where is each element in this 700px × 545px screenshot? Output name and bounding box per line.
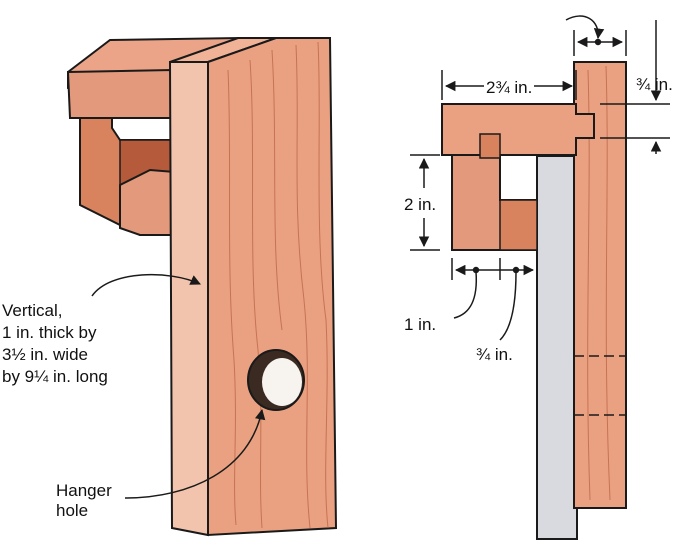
dim-top-thickness-label: ¾ in. xyxy=(636,75,673,94)
dim-block-height-label: 2 in. xyxy=(402,194,439,215)
dim-overhang-label: 2¾ in. xyxy=(484,77,535,98)
vertical-label-2: 1 in. thick by xyxy=(2,323,97,342)
dim-overhang xyxy=(441,70,577,100)
dim-block-height xyxy=(410,154,440,251)
dim-vertical-thickness xyxy=(565,15,627,56)
hanger-leader xyxy=(124,408,266,499)
hanger-label-1: Hanger xyxy=(56,481,112,500)
hanger-hole-inner xyxy=(262,358,302,406)
vertical-label-4: by 9¼ in. long xyxy=(2,367,108,386)
dim-bottom xyxy=(451,258,538,341)
wall-board xyxy=(536,155,578,540)
hanger-label-2: hole xyxy=(56,501,89,520)
vertical-board-face xyxy=(207,37,338,537)
vertical-leader xyxy=(91,273,201,297)
dim-gap-width-label: ¾ in. xyxy=(476,345,513,364)
cleat-3d-view xyxy=(66,36,338,537)
vertical-label-1: Vertical, xyxy=(2,301,63,320)
elevation-top-piece xyxy=(441,103,595,156)
vertical-board-grain xyxy=(227,41,329,529)
vertical-board-edge xyxy=(168,61,209,537)
side-elevation xyxy=(441,61,627,540)
dim-block-width-label: 1 in. xyxy=(404,315,437,334)
dim-top-thickness xyxy=(600,20,670,154)
vertical-label-3: 3½ in. wide xyxy=(2,345,88,364)
